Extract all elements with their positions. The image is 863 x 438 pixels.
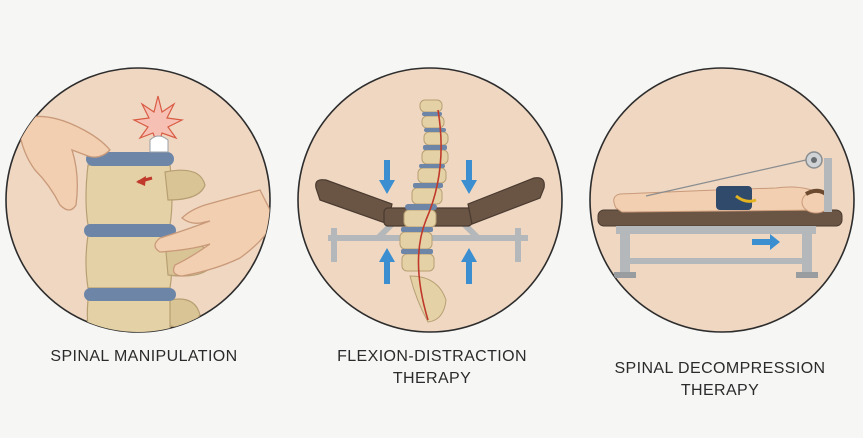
- impact-burst-icon: [131, 95, 185, 153]
- spinal-decompression-illustration: [589, 67, 855, 333]
- caption-spinal-decompression: SPINAL DECOMPRESSION THERAPY: [576, 358, 863, 402]
- intervertebral-discs: [84, 152, 176, 301]
- left-hand: [17, 115, 111, 211]
- traction-pulley-icon: [645, 151, 832, 212]
- vertebra-stack: [85, 164, 216, 332]
- compression-arrow-icon: [379, 160, 477, 284]
- caption-line: SPINAL DECOMPRESSION: [614, 360, 826, 377]
- caption-spinal-manipulation: SPINAL MANIPULATION: [0, 346, 288, 368]
- patient: [613, 186, 832, 214]
- motion-arrow-icon: [752, 234, 780, 250]
- flexion-distraction-illustration: [297, 67, 563, 333]
- caption-line: FLEXION-DISTRACTION: [337, 348, 527, 365]
- caption-flexion-distraction: FLEXION-DISTRACTION THERAPY: [288, 346, 576, 390]
- caption-line: THERAPY: [392, 370, 472, 387]
- spinal-manipulation-illustration: [5, 67, 271, 333]
- nerve: [417, 109, 442, 321]
- caption-line: SPINAL MANIPULATION: [50, 348, 238, 365]
- panel-spinal-decompression: SPINAL DECOMPRESSION THERAPY: [576, 0, 863, 438]
- panel-flexion-distraction: FLEXION-DISTRACTION THERAPY: [288, 0, 576, 438]
- panel-spinal-manipulation: SPINAL MANIPULATION: [0, 0, 288, 438]
- caption-line: THERAPY: [680, 382, 760, 399]
- spine-column: [399, 99, 449, 323]
- right-hand: [154, 189, 270, 277]
